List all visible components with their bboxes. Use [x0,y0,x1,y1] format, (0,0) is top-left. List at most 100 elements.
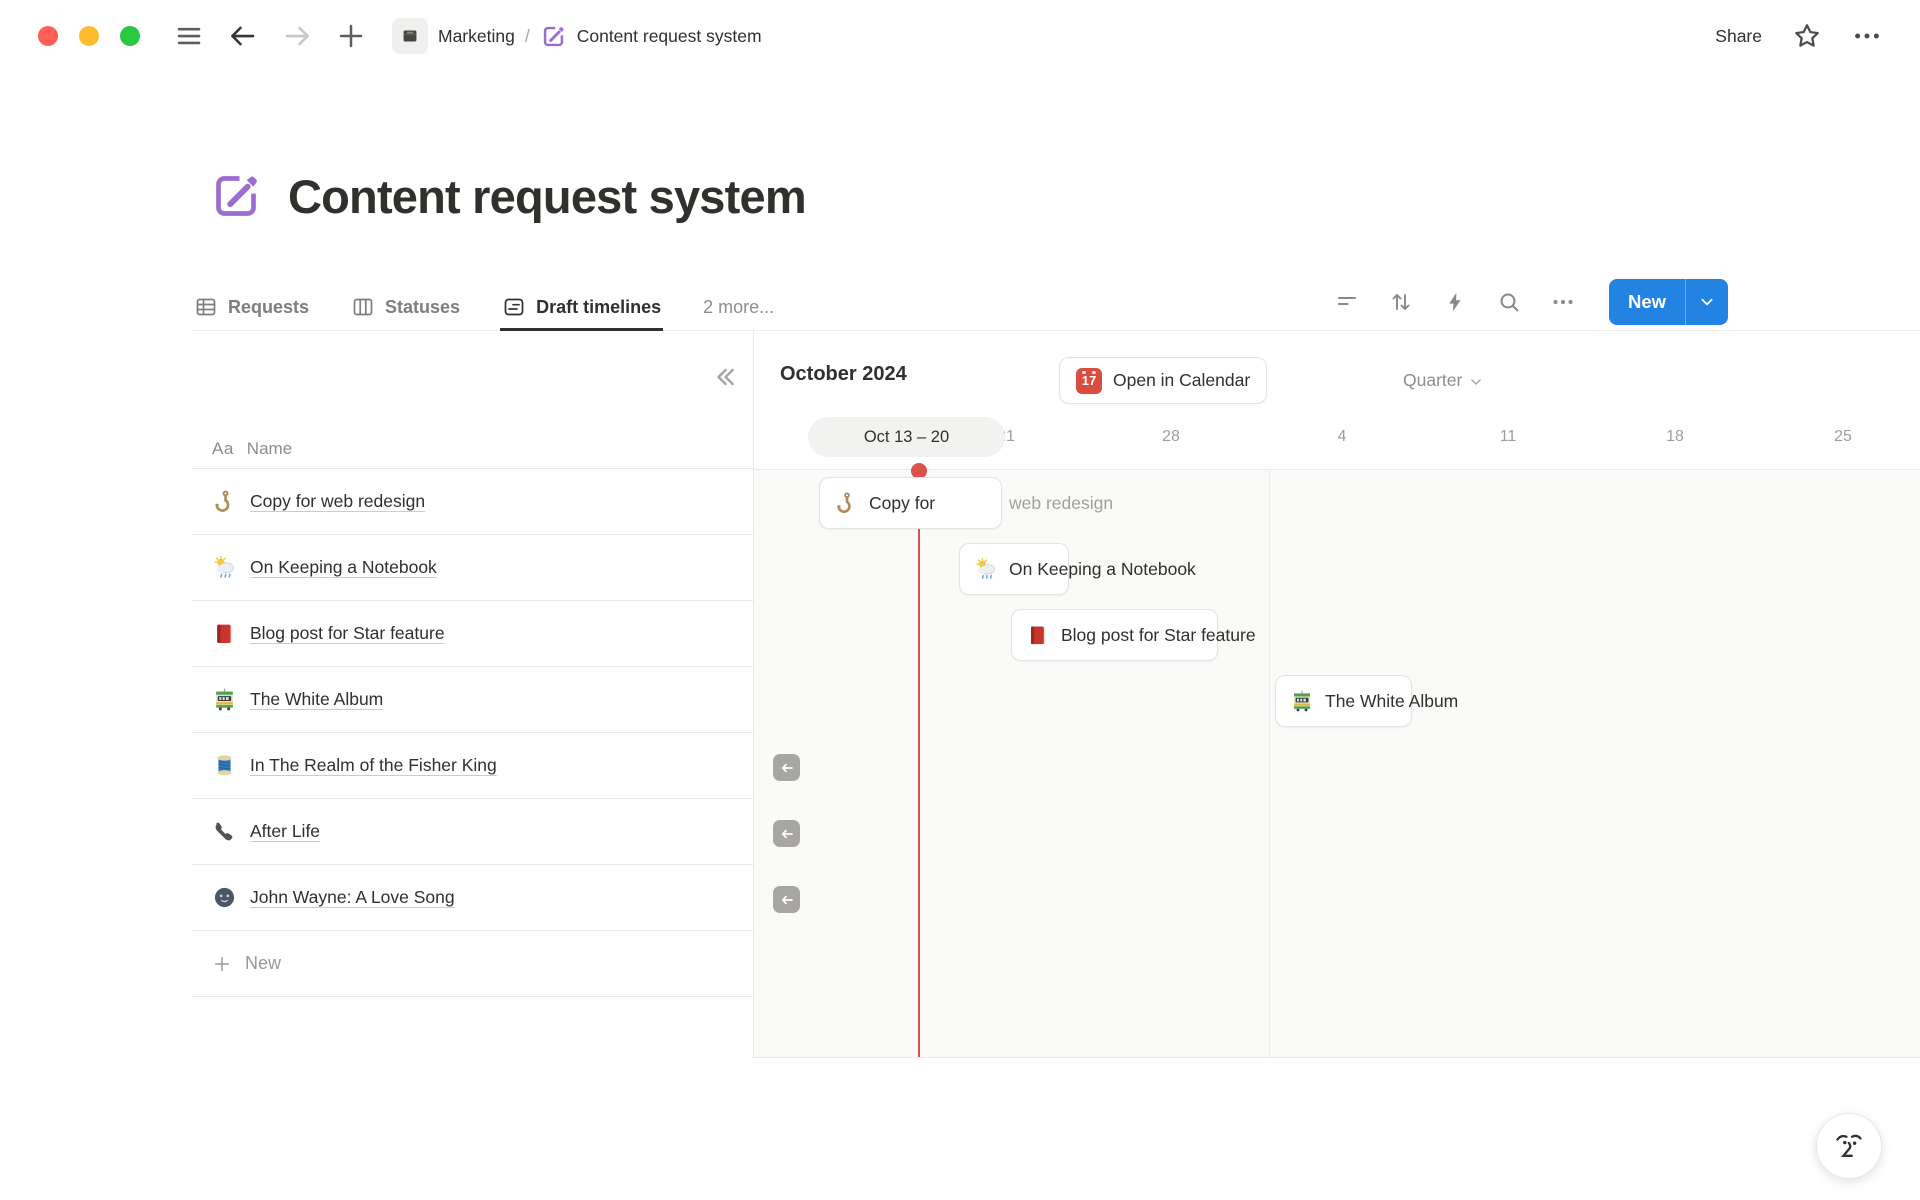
new-button-chevron-down-icon[interactable] [1686,279,1728,325]
view-more-options-icon[interactable] [1551,290,1575,314]
calendar-icon: 17 [1076,368,1102,394]
timeline-bar-label: On Keeping a Notebook [974,543,1196,595]
page-title[interactable]: Content request system [288,169,806,224]
tab-statuses[interactable]: Statuses [349,272,462,331]
sun-rain-icon [974,557,998,581]
window-title-bar: Marketing / Content request system Share [0,0,1920,72]
phone-icon [212,819,237,844]
sidebar-menu-icon[interactable] [174,21,204,51]
search-icon[interactable] [1497,290,1521,314]
sun-rain-icon [212,555,237,580]
new-record-split-button: New [1609,279,1728,325]
table-row[interactable]: The White Album [192,667,753,733]
breadcrumb-page-label: Content request system [577,26,762,47]
automation-zap-icon[interactable] [1443,290,1467,314]
tab-label: Statuses [385,297,460,318]
date-tick-label: 11 [1500,417,1517,457]
date-tick-label: 25 [1834,417,1852,457]
row-title: The White Album [250,689,383,710]
text-type-icon: Aa [212,439,234,459]
thread-icon [212,753,237,778]
row-title: Copy for web redesign [250,491,425,512]
table-row[interactable]: Blog post for Star feature [192,601,753,667]
timeline-icon [502,295,526,319]
view-tabs: Requests Statuses Draft timelines 2 more... [192,272,776,331]
minimize-window-button[interactable] [79,26,99,46]
sort-icon[interactable] [1389,290,1413,314]
board-icon [351,295,375,319]
tab-label: Requests [228,297,309,318]
date-tick-label: 28 [1162,417,1180,457]
row-title: After Life [250,821,320,842]
table-row[interactable]: Copy for web redesign [192,469,753,535]
today-marker-line [918,470,920,1057]
view-tab-bar: Requests Statuses Draft timelines 2 more...… [192,272,1728,331]
timeline-zoom-select[interactable]: Quarter [1403,357,1483,404]
new-record-button[interactable]: New [1609,279,1685,325]
share-button[interactable]: Share [1715,26,1762,47]
back-arrow-icon[interactable] [228,21,258,51]
hook-icon [834,491,858,515]
workspace-card-box-icon[interactable] [392,18,428,54]
row-title: In The Realm of the Fisher King [250,755,497,776]
forward-arrow-icon[interactable] [282,21,312,51]
red-book-icon [1026,623,1050,647]
favorite-star-icon[interactable] [1792,21,1822,51]
tab-label: 2 more... [703,297,774,318]
breadcrumb-page[interactable]: Content request system [540,23,762,50]
timeline-bar-label: The White Album [1290,675,1458,727]
macos-traffic-lights [38,26,140,46]
more-options-icon[interactable] [1852,21,1882,51]
date-tick-label: 18 [1666,417,1684,457]
tab-label: Draft timelines [536,297,661,318]
table-row[interactable]: In The Realm of the Fisher King [192,733,753,799]
timeline-pane: October 2024 17 Open in Calendar Quarter… [753,331,1920,1058]
timeline-bar-label: Blog post for Star feature [1026,609,1256,661]
timeline-bar-label: Copy for [834,477,935,529]
timeline-grid: Copy for web redesign On Keeping a Noteboo… [754,469,1920,1058]
open-in-calendar-button[interactable]: 17 Open in Calendar [1059,357,1267,404]
date-tick-label: 4 [1338,417,1347,457]
timeline-date-ticks: Oct 13 – 20 21284111825 [754,417,1920,457]
tram-icon [212,687,237,712]
close-window-button[interactable] [38,26,58,46]
ai-face-icon [1833,1128,1865,1164]
tab-draft-timelines[interactable]: Draft timelines [500,272,663,331]
table-icon [194,295,218,319]
table-row[interactable]: On Keeping a Notebook [192,535,753,601]
filter-icon[interactable] [1335,290,1359,314]
hook-icon [212,489,237,514]
plus-icon [212,954,232,974]
row-title: On Keeping a Notebook [250,557,437,578]
row-title: Blog post for Star feature [250,623,445,644]
table-rows: Copy for web redesign On Keeping a Notebo… [192,469,753,997]
red-book-icon [212,621,237,646]
moon-face-icon [212,885,237,910]
visible-range-pill[interactable]: Oct 13 – 20 [808,417,1005,457]
chevron-down-icon [1469,375,1483,389]
notion-ai-face-button[interactable] [1816,1113,1882,1179]
page-memo-icon[interactable] [208,168,264,224]
page-header: Content request system [208,168,806,224]
collapse-panel-icon[interactable] [711,363,739,391]
maximize-window-button[interactable] [120,26,140,46]
month-boundary-line [1269,470,1270,1057]
scroll-to-item-left-arrow-button[interactable] [773,820,800,847]
row-title: John Wayne: A Love Song [250,887,455,908]
memo-icon [540,23,567,50]
timeline-month-label: October 2024 [780,363,907,386]
scroll-to-item-left-arrow-button[interactable] [773,754,800,781]
new-page-plus-icon[interactable] [336,21,366,51]
tab-requests[interactable]: Requests [192,272,311,331]
tab-more[interactable]: 2 more... [701,272,776,331]
tram-icon [1290,689,1314,713]
view-controls: New [1335,279,1728,325]
breadcrumb-workspace[interactable]: Marketing [438,26,515,47]
new-row-button[interactable]: New [192,931,753,997]
table-row[interactable]: After Life [192,799,753,865]
timeline-bar-overflow-label: web redesign [1009,477,1113,529]
table-row[interactable]: John Wayne: A Love Song [192,865,753,931]
scroll-to-item-left-arrow-button[interactable] [773,886,800,913]
breadcrumb-separator: / [525,26,530,47]
column-header-name[interactable]: Aa Name [192,430,753,469]
